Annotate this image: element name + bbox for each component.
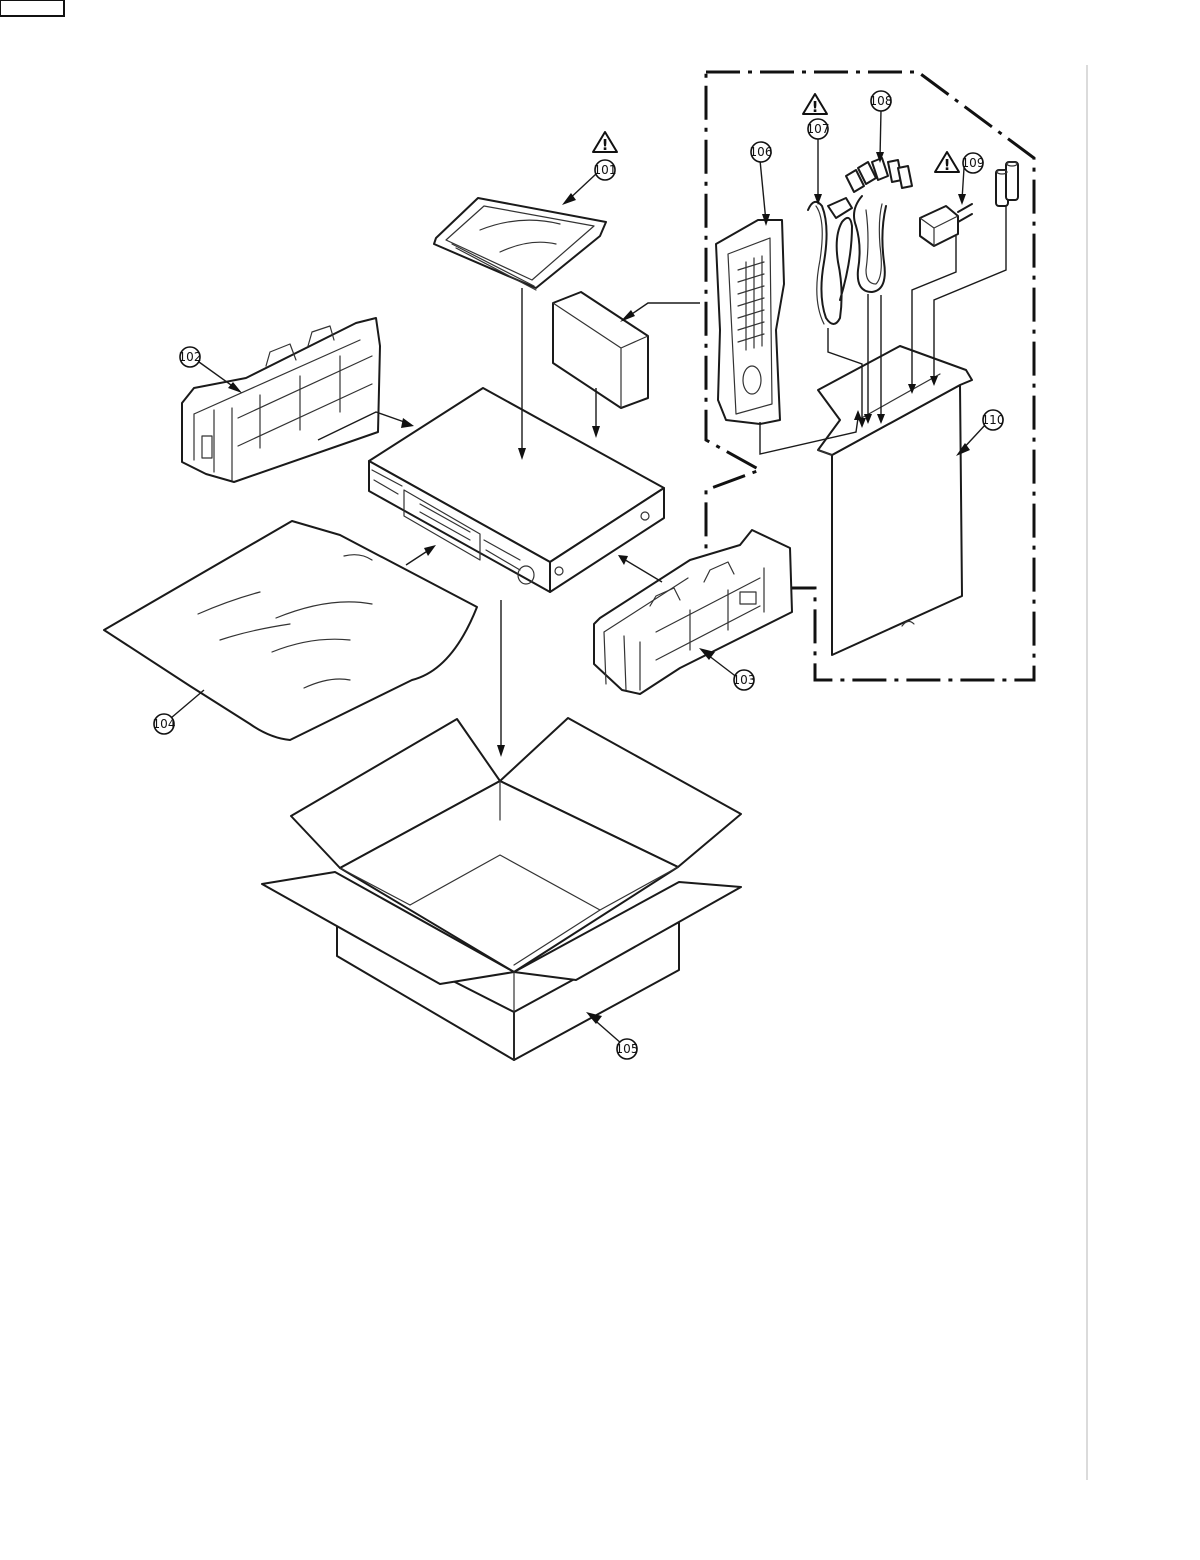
caution-icon-109: ! xyxy=(935,152,959,174)
caution-icon-107: ! xyxy=(803,94,827,116)
power-cord xyxy=(808,198,852,324)
callout-104: 104 xyxy=(153,714,176,734)
callout-label: 105 xyxy=(616,1042,639,1056)
main-unit xyxy=(369,388,664,592)
av-cable xyxy=(846,158,912,292)
caution-mark: ! xyxy=(944,156,951,174)
callout-label: 103 xyxy=(733,673,756,687)
caution-mark: ! xyxy=(602,136,609,154)
cushion-right xyxy=(594,530,792,694)
callout-label: 101 xyxy=(594,163,617,177)
instruction-manual-bag xyxy=(434,198,606,290)
callout-103: 103 xyxy=(733,670,756,690)
corner-tab xyxy=(0,0,64,16)
callout-label: 108 xyxy=(870,94,893,108)
callout-106: 106 xyxy=(750,142,773,162)
packing-case xyxy=(262,718,741,1060)
cushion-left xyxy=(182,318,380,482)
callout-107: 107 xyxy=(807,119,830,139)
rca-plugs xyxy=(846,158,912,192)
callout-label: 109 xyxy=(962,156,985,170)
remote-control xyxy=(716,220,784,424)
callout-110: 110 xyxy=(982,410,1005,430)
callout-label: 104 xyxy=(153,717,176,731)
accessory-box xyxy=(818,346,972,655)
callout-label: 102 xyxy=(179,350,202,364)
caution-icon-101: ! xyxy=(593,132,617,154)
callout-108: 108 xyxy=(870,91,893,111)
small-packing-box xyxy=(553,292,648,408)
callout-109: 109 xyxy=(962,153,985,173)
batteries xyxy=(996,162,1018,206)
callout-102: 102 xyxy=(179,347,202,367)
plug-adaptor xyxy=(920,204,972,246)
callout-label: 110 xyxy=(982,413,1005,427)
callout-label: 106 xyxy=(750,145,773,159)
protection-bag xyxy=(104,521,477,740)
callout-101: 101 xyxy=(594,160,617,180)
callout-105: 105 xyxy=(616,1039,639,1059)
callout-label: 107 xyxy=(807,122,830,136)
caution-mark: ! xyxy=(812,98,819,116)
